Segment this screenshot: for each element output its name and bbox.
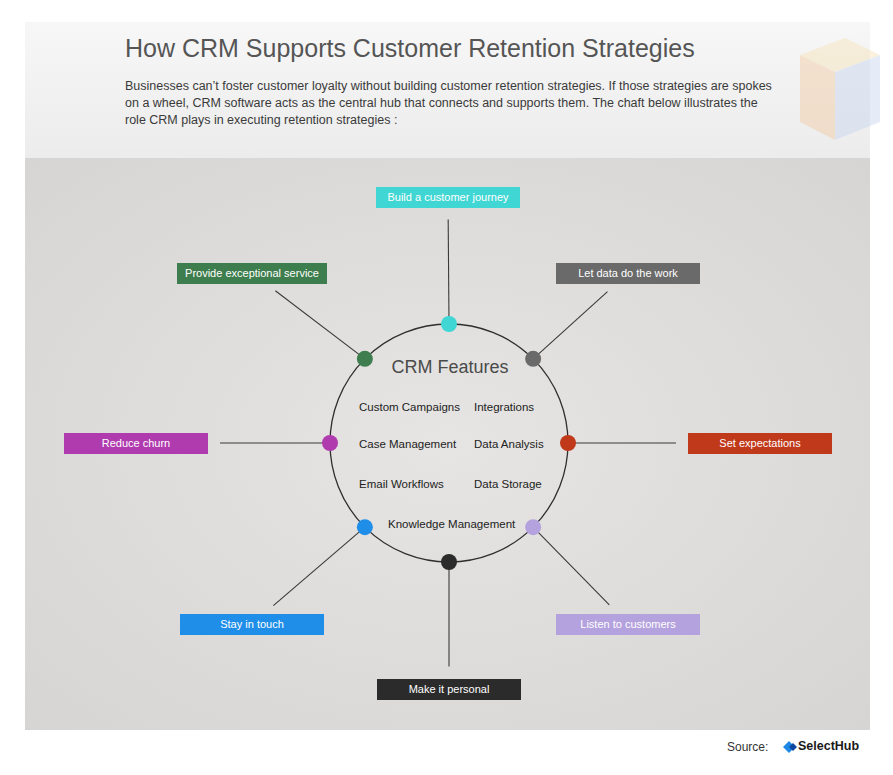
spoke-dot <box>357 351 373 367</box>
feature-item: Integrations <box>474 401 534 413</box>
strategy-label: Provide exceptional service <box>185 267 319 279</box>
feature-item: Case Management <box>359 438 456 450</box>
spoke-line <box>533 292 607 359</box>
intro-caption: Businesses can’t foster customer loyalty… <box>125 78 775 129</box>
strategy-box: Set expectations <box>688 433 832 454</box>
spoke-dot <box>525 351 541 367</box>
diagram-panel <box>25 158 870 730</box>
spoke-line <box>220 442 330 443</box>
spoke-dot <box>560 435 576 451</box>
feature-item: Data Storage <box>474 478 542 490</box>
strategy-label: Stay in touch <box>220 618 284 630</box>
strategy-label: Build a customer journey <box>387 191 508 203</box>
strategy-box: Make it personal <box>377 679 521 700</box>
hub-ring <box>330 324 568 562</box>
spoke-line <box>275 291 365 359</box>
strategy-label: Reduce churn <box>102 437 171 449</box>
strategy-label: Set expectations <box>719 437 800 449</box>
strategy-box: Let data do the work <box>556 263 700 284</box>
spoke-dot <box>525 519 541 535</box>
feature-item: Data Analysis <box>474 438 544 450</box>
header-band <box>25 22 870 158</box>
strategy-box: Listen to customers <box>556 614 700 635</box>
logo-icon <box>783 741 797 753</box>
strategy-box: Build a customer journey <box>376 187 520 208</box>
feature-item: Email Workflows <box>359 478 444 490</box>
hub-circle: CRM FeaturesCustom Campaigns Integrations… <box>329 323 569 563</box>
strategy-box: Reduce churn <box>64 433 208 454</box>
spoke-line <box>568 442 676 443</box>
spoke-line <box>448 220 450 325</box>
spoke-line <box>448 562 449 667</box>
spoke-line <box>533 527 609 605</box>
spoke-dot <box>322 435 338 451</box>
spoke-line <box>273 527 365 606</box>
strategy-label: Let data do the work <box>578 267 678 279</box>
spoke-dot <box>357 519 373 535</box>
hub-heading: CRM Features <box>391 357 508 378</box>
title: How CRM Supports Customer Retention Stra… <box>125 34 695 63</box>
strategy-label: Listen to customers <box>580 618 675 630</box>
cube-decoration <box>800 38 880 140</box>
strategy-label: Make it personal <box>409 683 490 695</box>
strategy-box: Provide exceptional service <box>177 263 327 284</box>
source-label: Source: <box>727 740 768 754</box>
strategy-box: Stay in touch <box>180 614 324 635</box>
feature-item: Custom Campaigns <box>359 401 460 413</box>
source-logo-text: SelectHub <box>798 739 859 753</box>
spoke-dot <box>441 554 457 570</box>
spoke-dot <box>441 316 457 332</box>
feature-item: Knowledge Management <box>388 518 515 530</box>
